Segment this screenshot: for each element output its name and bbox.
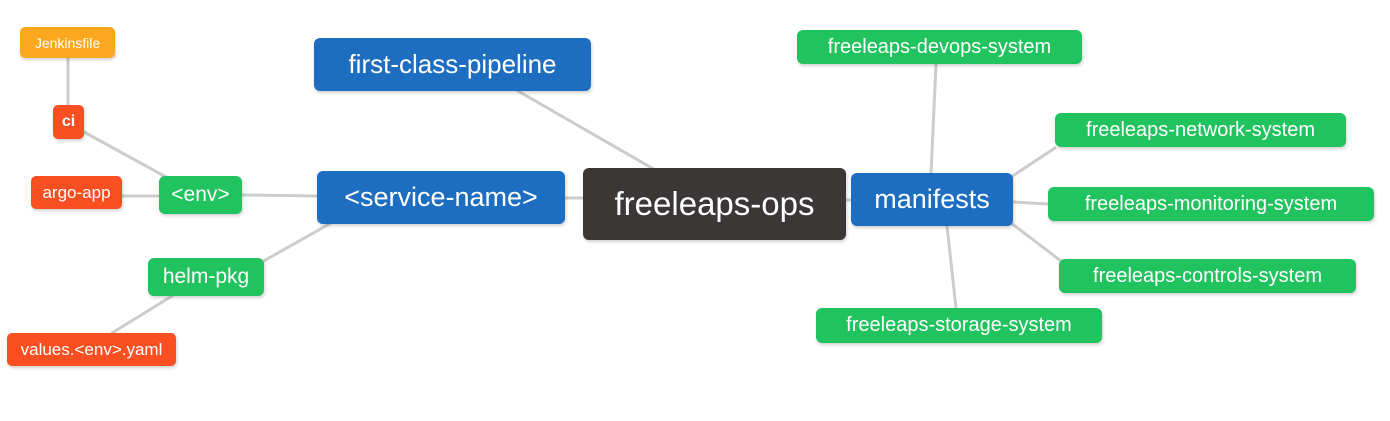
edge-env-service-name <box>239 193 319 198</box>
node-freeleaps-devops-system[interactable]: freeleaps-devops-system <box>797 30 1082 64</box>
node-freeleaps-network-system[interactable]: freeleaps-network-system <box>1055 113 1346 147</box>
edge-manifests-monitoring <box>1011 200 1050 206</box>
edge-pipeline-freeleaps-ops <box>516 89 659 173</box>
edge-values-helm-pkg <box>110 294 174 335</box>
edge-ci-env <box>82 130 168 179</box>
edge-manifests-controls <box>1009 221 1063 263</box>
node-freeleaps-monitoring-system[interactable]: freeleaps-monitoring-system <box>1048 187 1374 221</box>
edge-manifests-devops <box>929 62 938 176</box>
node-first-class-pipeline[interactable]: first-class-pipeline <box>314 38 591 91</box>
node-argo-app[interactable]: argo-app <box>31 176 122 209</box>
node-jenkinsfile[interactable]: Jenkinsfile <box>20 27 115 58</box>
node-ci[interactable]: ci <box>53 105 84 139</box>
node-manifests[interactable]: manifests <box>851 173 1013 226</box>
node-freeleaps-storage-system[interactable]: freeleaps-storage-system <box>816 308 1102 343</box>
edge-manifests-network <box>1009 146 1057 179</box>
node-helm-pkg[interactable]: helm-pkg <box>148 258 264 296</box>
edge-manifests-storage <box>945 224 958 310</box>
node-env[interactable]: <env> <box>159 176 242 214</box>
node-freeleaps-ops[interactable]: freeleaps-ops <box>583 168 846 240</box>
node-values-env-yaml[interactable]: values.<env>.yaml <box>7 333 176 366</box>
edge-helm-pkg-service-name <box>260 221 333 264</box>
node-service-name[interactable]: <service-name> <box>317 171 565 224</box>
node-freeleaps-controls-system[interactable]: freeleaps-controls-system <box>1059 259 1356 293</box>
